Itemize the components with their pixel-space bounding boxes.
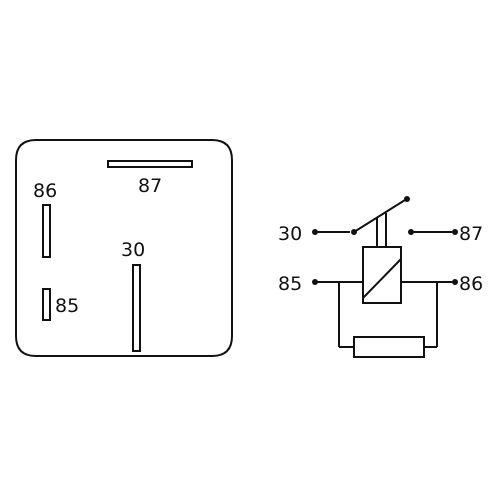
terminal-85-label: 85 xyxy=(278,273,302,295)
resistor-body xyxy=(353,336,425,358)
pin-87-label: 87 xyxy=(138,175,162,197)
pin-87-slot xyxy=(107,160,193,168)
relay-footprint: 87 86 30 85 xyxy=(15,139,233,357)
switch-arm xyxy=(353,199,406,233)
terminal-87-label: 87 xyxy=(459,223,483,245)
terminal-86-label: 86 xyxy=(459,273,483,295)
coil-diagonal xyxy=(362,258,402,299)
relay-schematic: 30 87 85 86 xyxy=(278,196,483,358)
coil-box xyxy=(362,246,402,304)
pin-30-label: 30 xyxy=(121,239,145,261)
switch-pivot-dot xyxy=(404,196,410,202)
pin-86-slot xyxy=(42,204,51,258)
terminal-86-dot xyxy=(452,279,458,285)
relay-housing-outline xyxy=(15,139,233,357)
pin-30-slot xyxy=(132,264,141,352)
pin-85-slot xyxy=(42,288,51,321)
pin-86-label: 86 xyxy=(33,180,57,202)
terminal-30-label: 30 xyxy=(278,223,302,245)
pin-85-label: 85 xyxy=(55,295,79,317)
terminal-87-dot xyxy=(452,229,458,235)
